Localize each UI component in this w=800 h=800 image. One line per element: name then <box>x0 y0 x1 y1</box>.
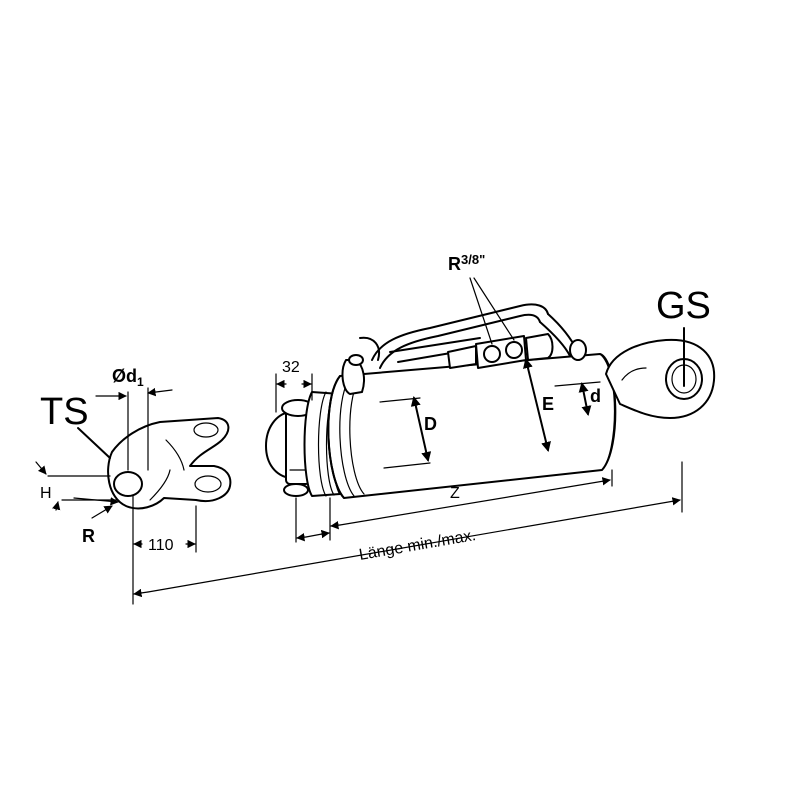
ts-leader-line <box>77 427 111 459</box>
d-upper-arrow <box>410 396 432 462</box>
d-lower-label: d <box>590 386 601 406</box>
ts-fork-hole-upper <box>193 422 219 438</box>
h-label: H <box>40 485 52 502</box>
d1-label: Ød1 <box>112 366 144 389</box>
ts-clevis-part <box>107 417 232 510</box>
dim-32-label: 32 <box>282 359 300 376</box>
dim-110-label: 110 <box>148 537 174 554</box>
r-label: R <box>82 526 95 546</box>
ts-label: TS <box>40 391 89 433</box>
length-label: Länge min./max. <box>358 527 477 564</box>
thread-label: R3/8" <box>448 252 485 274</box>
z-label: Z <box>450 485 460 502</box>
ts-fork-hole-lower <box>194 475 222 493</box>
d-upper-label: D <box>424 414 437 434</box>
cylinder-part <box>265 303 716 499</box>
e-arrow <box>523 358 551 452</box>
e-label: E <box>542 394 554 414</box>
ts-pin-hole <box>113 471 143 497</box>
gs-label: GS <box>656 285 711 327</box>
d-lower-arrow <box>578 382 592 416</box>
